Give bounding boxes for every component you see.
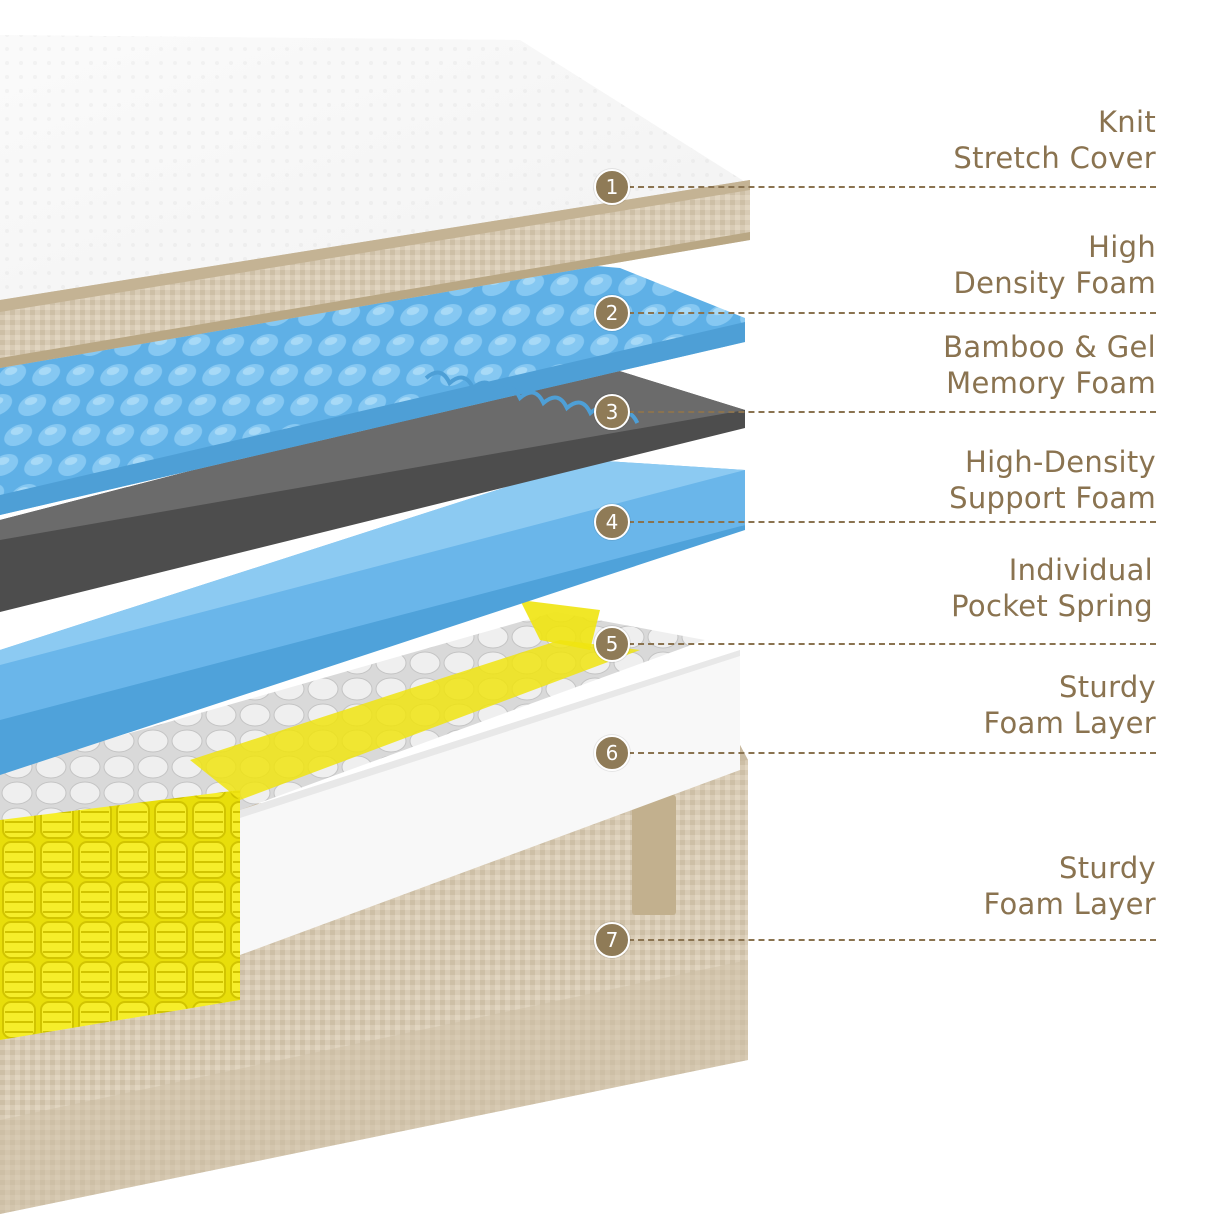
marker-5: 5 (594, 626, 630, 662)
brand-tag (632, 795, 676, 915)
label-1-line1: Knit (1097, 105, 1156, 139)
leader-line-3 (628, 411, 1156, 413)
leader-line-1 (628, 186, 1156, 188)
label-5-line2: Pocket Spring (951, 589, 1153, 623)
marker-4: 4 (594, 504, 630, 540)
support-foam (0, 460, 745, 775)
leader-line-6 (628, 752, 1156, 754)
leader-line-5 (628, 643, 1156, 645)
label-4-line2: Support Foam (949, 481, 1156, 515)
label-3: Bamboo & Gel Memory Foam (816, 329, 1156, 401)
label-5-line1: Individual (1008, 553, 1153, 587)
marker-2: 2 (594, 295, 630, 331)
label-7: Sturdy Foam Layer (816, 850, 1156, 922)
label-2: High Density Foam (816, 229, 1156, 301)
marker-3: 3 (594, 394, 630, 430)
label-2-line2: Density Foam (953, 266, 1156, 300)
label-3-line2: Memory Foam (946, 366, 1156, 400)
knit-cover (0, 35, 750, 368)
label-6: Sturdy Foam Layer (816, 669, 1156, 741)
leader-line-4 (628, 521, 1156, 523)
marker-6: 6 (594, 735, 630, 771)
label-7-line2: Foam Layer (983, 887, 1156, 921)
label-1-line2: Stretch Cover (953, 141, 1156, 175)
foam-border (240, 650, 740, 955)
label-3-line1: Bamboo & Gel (943, 330, 1156, 364)
leader-line-7 (628, 939, 1156, 941)
label-5: Individual Pocket Spring (813, 552, 1153, 624)
marker-1: 1 (594, 169, 630, 205)
label-1: Knit Stretch Cover (816, 104, 1156, 176)
label-4-line1: High-Density (965, 445, 1156, 479)
label-6-line1: Sturdy (1059, 670, 1156, 704)
label-6-line2: Foam Layer (983, 706, 1156, 740)
memory-foam (0, 365, 745, 612)
leader-line-2 (628, 312, 1156, 314)
marker-7: 7 (594, 922, 630, 958)
label-2-line1: High (1088, 230, 1156, 264)
pocket-springs (0, 600, 705, 1040)
label-4: High-Density Support Foam (816, 444, 1156, 516)
label-7-line1: Sturdy (1059, 851, 1156, 885)
